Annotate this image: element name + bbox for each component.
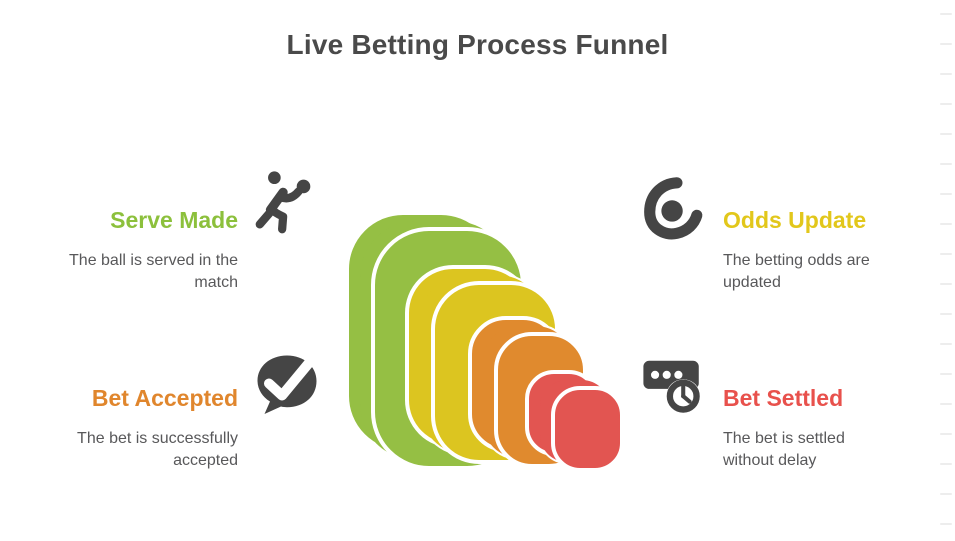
step-serve-made: Serve Made The ball is served in the mat… [38,207,238,294]
edge-ruler-tick [940,133,952,135]
edge-ruler-tick [940,103,952,105]
edge-ruler-tick [940,223,952,225]
page-title: Live Betting Process Funnel [286,29,669,60]
edge-ruler-tick [940,193,952,195]
edge-ruler-tick [940,493,952,495]
edge-ruler-tick [940,73,952,75]
step-odds-update-description: The betting odds are updated [723,252,870,291]
edge-ruler-tick [940,163,952,165]
step-serve-made-label: Serve Made [110,207,238,233]
tennis-serve-player-icon [253,167,321,239]
step-odds-update: Odds Update The betting odds are updated [723,207,913,294]
edge-ruler-tick [940,313,952,315]
step-odds-update-label: Odds Update [723,207,867,233]
step-bet-accepted-description: The bet is successfully accepted [77,430,238,469]
step-serve-made-description: The ball is served in the match [69,252,238,291]
edge-ruler-tick [940,43,952,45]
edge-ruler-tick [940,343,952,345]
step-bet-settled: Bet Settled The bet is settled without d… [723,385,913,472]
step-bet-settled-description: The bet is settled without delay [723,430,845,469]
edge-ruler-tick [940,253,952,255]
edge-ruler-tick [940,523,952,525]
speech-bubble-check-icon [254,350,324,420]
edge-ruler-tick [940,283,952,285]
step-bet-accepted-label: Bet Accepted [91,385,238,411]
message-bar-clock-icon [640,352,708,420]
step-bet-accepted: Bet Accepted The bet is successfully acc… [38,385,238,472]
step-bet-settled-label: Bet Settled [723,385,844,411]
funnel-layer-bet-settled [525,370,624,472]
edge-ruler-tick [940,403,952,405]
funnel-graphic [345,211,624,472]
edge-ruler-tick [940,13,952,15]
edge-ruler-tick [940,373,952,375]
edge-ruler-tick [940,463,952,465]
abstract-person-swoosh-icon [640,176,708,244]
edge-ruler-tick [940,433,952,435]
